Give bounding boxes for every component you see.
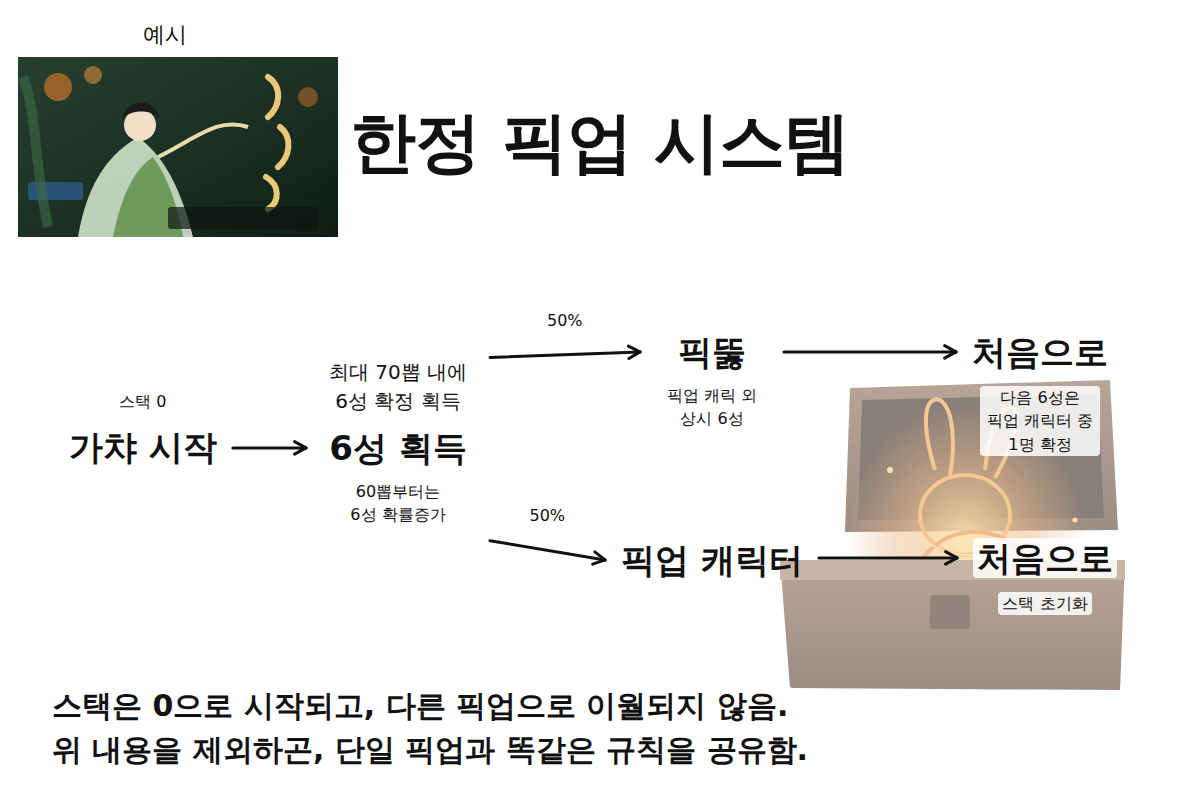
- flow-step: 픽업 캐릭터: [611, 532, 813, 589]
- arrow-stroke: [295, 448, 306, 454]
- arrow-stroke: [490, 352, 640, 358]
- flow-arrow: [490, 346, 640, 358]
- banner-strip: [168, 207, 318, 229]
- flow-arrow: [490, 541, 605, 564]
- lantern: [84, 66, 102, 84]
- arrow-stroke: [819, 556, 957, 559]
- arrow-stroke: [946, 558, 957, 564]
- lantern: [44, 73, 72, 101]
- step-note: 스택 초기화: [998, 592, 1091, 615]
- step-note: 픽업 캐릭 외 상시 6성: [656, 384, 768, 430]
- treasure-chest: [780, 380, 1125, 690]
- lantern: [298, 87, 318, 107]
- diagram-title: 한정 픽업 시스템: [350, 98, 849, 188]
- flow-step: 픽뚫픽업 캐릭 외 상시 6성: [646, 324, 778, 439]
- banner-thumbnail: [18, 57, 338, 237]
- note-line: 스택은 0으로 시작되고, 다른 픽업으로 이월되지 않음.: [48, 686, 792, 727]
- step-title: 처음으로: [972, 332, 1108, 373]
- step-note: 다음 6성은 픽업 캐릭터 중 1명 확정: [980, 386, 1100, 456]
- arrow-stroke: [295, 442, 306, 448]
- arrow-stroke: [629, 352, 640, 359]
- arrow-stroke: [490, 541, 605, 560]
- arrow-stroke: [784, 350, 956, 353]
- chest-body: [780, 560, 1125, 690]
- arrow-stroke: [945, 352, 956, 358]
- step-title: 처음으로: [973, 538, 1117, 579]
- arrow-stroke: [593, 560, 605, 564]
- example-caption: 예시: [143, 20, 187, 50]
- arrow-stroke: [595, 552, 605, 560]
- step-title: 가챠 시작: [69, 427, 217, 468]
- flow-arrow: [233, 442, 306, 454]
- probability-label: 50%: [547, 311, 583, 330]
- arrow-stroke: [945, 346, 956, 352]
- figure-sleeve: [158, 124, 248, 157]
- arrow-stroke: [946, 552, 957, 558]
- step-note: 최대 70뽑 내에 6성 확정 획득: [322, 358, 474, 416]
- flow-step: 처음으로다음 6성은 픽업 캐릭터 중 1명 확정: [962, 324, 1118, 464]
- step-title: 6성 획득: [329, 428, 467, 469]
- step-title: 픽뚫: [678, 332, 746, 373]
- figure-hair: [122, 103, 160, 120]
- flow-arrow: [819, 552, 957, 564]
- sparkle: [887, 467, 893, 473]
- banner-leaf: [23, 77, 48, 227]
- chest-clasp: [930, 595, 970, 629]
- step-note: 스택 0: [119, 390, 166, 413]
- flow-step: 스택 0 가챠 시작: [59, 382, 227, 476]
- banner-calligraphy-mark: [266, 77, 288, 209]
- step-note: 60뽑부터는 6성 확률증가: [345, 480, 451, 526]
- sparkle: [898, 538, 903, 543]
- probability-label: 50%: [530, 506, 566, 525]
- flow-step: 처음으로스택 초기화: [963, 530, 1127, 624]
- flow-arrow: [784, 346, 956, 358]
- step-title: 픽업 캐릭터: [621, 540, 803, 581]
- note-line: 위 내용을 제외하곤, 단일 픽업과 똑같은 규칙을 공유함.: [48, 730, 812, 771]
- arrow-stroke: [628, 346, 640, 352]
- banner-background: [18, 57, 338, 237]
- arrow-stroke: [233, 446, 306, 449]
- flow-step: 최대 70뽑 내에 6성 확정 획득 6성 획득 60뽑부터는 6성 확률증가: [312, 350, 484, 549]
- sparkle: [1073, 518, 1078, 523]
- rabbit-ear: [926, 399, 953, 475]
